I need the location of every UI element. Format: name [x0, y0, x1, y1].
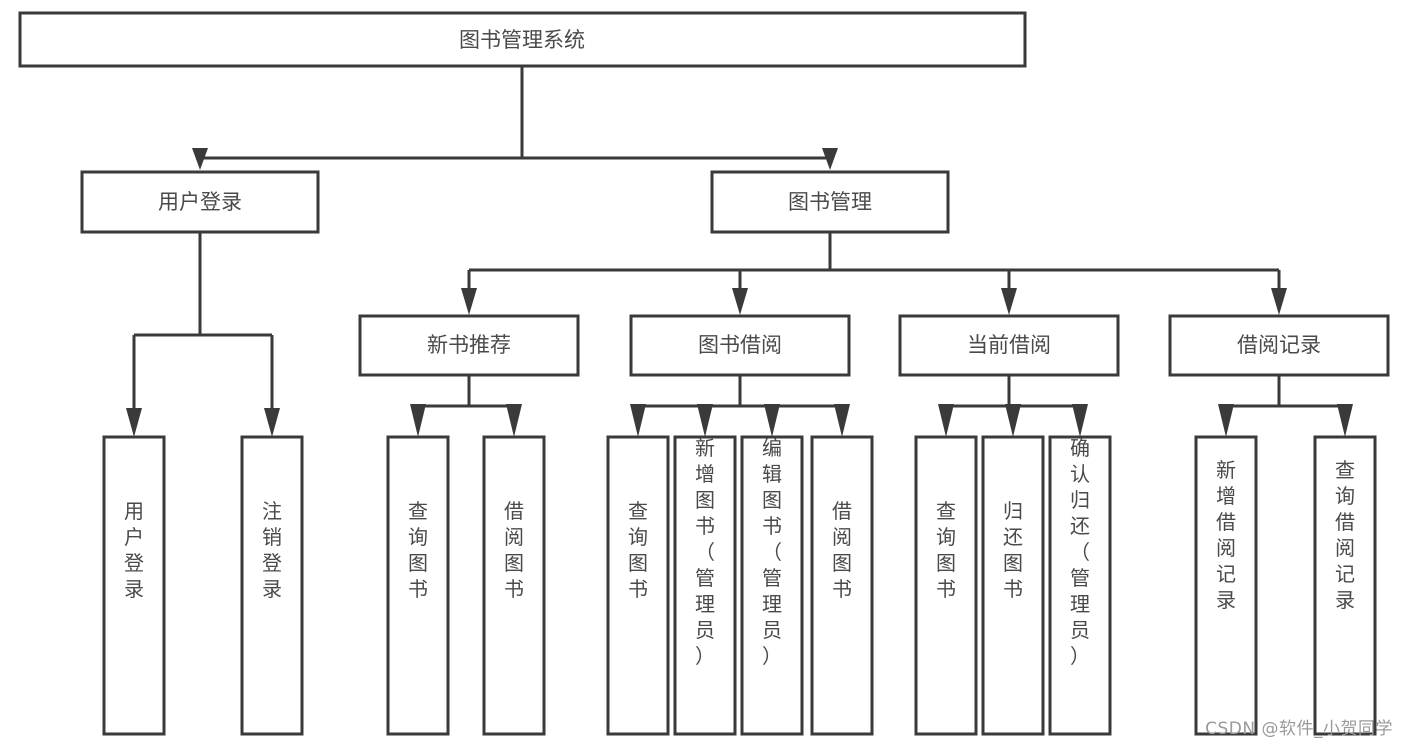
arrowhead-leaf-user-login-1: [126, 408, 142, 437]
arrowhead-borrow-leaf-2: [697, 404, 713, 437]
arrowhead-level3-1: [461, 288, 477, 315]
node-user-login-label: 用户登录: [158, 190, 242, 214]
leaf-current-borrow-3-label: 确认归还（管理员）: [1070, 436, 1090, 668]
arrowhead-current-leaf-2: [1005, 404, 1021, 437]
leaf-current-borrow-1-box[interactable]: [914, 435, 978, 736]
leaf-user-login-2[interactable]: 注销登录: [240, 435, 304, 736]
leaf-book-borrow-2-box[interactable]: [673, 435, 737, 736]
node-book-manage-box[interactable]: [710, 170, 950, 234]
arrowhead-book-manage: [822, 148, 838, 170]
node-user-login[interactable]: 用户登录: [80, 170, 320, 234]
node-current-borrow-box[interactable]: [898, 314, 1120, 377]
leaf-book-borrow-3-label: 编辑图书（管理员）: [762, 436, 782, 668]
leaf-book-borrow-4-box[interactable]: [810, 435, 874, 736]
leaf-book-borrow-1-box[interactable]: [606, 435, 670, 736]
arrowhead-user-login: [192, 148, 208, 170]
leaf-current-borrow-3[interactable]: 确认归还（管理员）: [1048, 435, 1112, 736]
arrowhead-newbook-leaf-1: [410, 404, 426, 437]
node-new-book-recommend-box[interactable]: [358, 314, 580, 377]
arrowhead-borrow-leaf-1: [630, 404, 646, 437]
node-borrow-record-box[interactable]: [1168, 314, 1390, 377]
leaf-current-borrow-2-label: 归还图书: [1003, 499, 1023, 601]
leaf-user-login-1-box[interactable]: [102, 435, 166, 736]
leaf-new-book-1-label: 查询图书: [408, 499, 428, 601]
leaf-current-borrow-1[interactable]: 查询图书: [914, 435, 978, 736]
leaf-current-borrow-2[interactable]: 归还图书: [981, 435, 1045, 736]
leaf-new-book-2-label: 借阅图书: [504, 499, 524, 601]
arrowhead-newbook-leaf-2: [506, 404, 522, 437]
arrowhead-record-leaf-2: [1337, 404, 1353, 437]
node-book-manage-label: 图书管理: [788, 190, 872, 214]
leaf-borrow-record-1-label: 新增借阅记录: [1216, 458, 1236, 612]
arrowhead-record-leaf-1: [1218, 404, 1234, 437]
node-current-borrow[interactable]: 当前借阅: [898, 314, 1120, 377]
leaf-new-book-1-box[interactable]: [386, 435, 450, 736]
leaf-borrow-record-2-box[interactable]: [1313, 435, 1377, 736]
node-current-borrow-label: 当前借阅: [967, 333, 1051, 357]
leaf-user-login-2-label: 注销登录: [262, 499, 282, 601]
leaf-borrow-record-2[interactable]: 查询借阅记录: [1313, 435, 1377, 736]
node-book-manage[interactable]: 图书管理: [710, 170, 950, 234]
node-root[interactable]: 图书管理系统: [18, 11, 1027, 68]
leaf-current-borrow-2-box[interactable]: [981, 435, 1045, 736]
arrowhead-level3-2: [732, 288, 748, 315]
leaf-user-login-1-label: 用户登录: [124, 499, 144, 601]
leaf-book-borrow-2[interactable]: 新增图书（管理员）: [673, 435, 737, 736]
leaf-book-borrow-3[interactable]: 编辑图书（管理员）: [740, 435, 804, 736]
leaf-borrow-record-1-box[interactable]: [1194, 435, 1258, 736]
leaf-book-borrow-4-label: 借阅图书: [832, 499, 852, 601]
connector-layer: [126, 66, 1353, 437]
arrowhead-current-leaf-1: [938, 404, 954, 437]
leaf-current-borrow-1-label: 查询图书: [936, 499, 956, 601]
leaf-user-login-1[interactable]: 用户登录: [102, 435, 166, 736]
leaf-book-borrow-2-label: 新增图书（管理员）: [695, 436, 715, 668]
leaf-borrow-record-2-label: 查询借阅记录: [1335, 458, 1355, 612]
arrowhead-borrow-leaf-4: [834, 404, 850, 437]
node-book-borrow[interactable]: 图书借阅: [629, 314, 851, 377]
node-borrow-record[interactable]: 借阅记录: [1168, 314, 1390, 377]
node-root-box[interactable]: [18, 11, 1027, 68]
leaf-book-borrow-1-label: 查询图书: [628, 499, 648, 601]
node-new-book-recommend[interactable]: 新书推荐: [358, 314, 580, 377]
leaf-new-book-1[interactable]: 查询图书: [386, 435, 450, 736]
leaf-book-borrow-4[interactable]: 借阅图书: [810, 435, 874, 736]
leaf-new-book-2[interactable]: 借阅图书: [482, 435, 546, 736]
node-user-login-box[interactable]: [80, 170, 320, 234]
leaf-book-borrow-3-box[interactable]: [740, 435, 804, 736]
node-root-label: 图书管理系统: [459, 28, 585, 52]
node-new-book-recommend-label: 新书推荐: [427, 333, 511, 357]
node-book-borrow-box[interactable]: [629, 314, 851, 377]
node-borrow-record-label: 借阅记录: [1237, 333, 1321, 357]
leaf-new-book-2-box[interactable]: [482, 435, 546, 736]
leaf-book-borrow-1[interactable]: 查询图书: [606, 435, 670, 736]
node-book-borrow-label: 图书借阅: [698, 333, 782, 357]
arrowhead-current-leaf-3: [1072, 404, 1088, 437]
arrowhead-level3-3: [1001, 288, 1017, 315]
arrowhead-leaf-user-login-2: [264, 408, 280, 437]
leaf-borrow-record-1[interactable]: 新增借阅记录: [1194, 435, 1258, 736]
leaf-current-borrow-3-box[interactable]: [1048, 435, 1112, 736]
leaf-user-login-2-box[interactable]: [240, 435, 304, 736]
arrowhead-borrow-leaf-3: [764, 404, 780, 437]
arrowhead-level3-4: [1271, 288, 1287, 315]
